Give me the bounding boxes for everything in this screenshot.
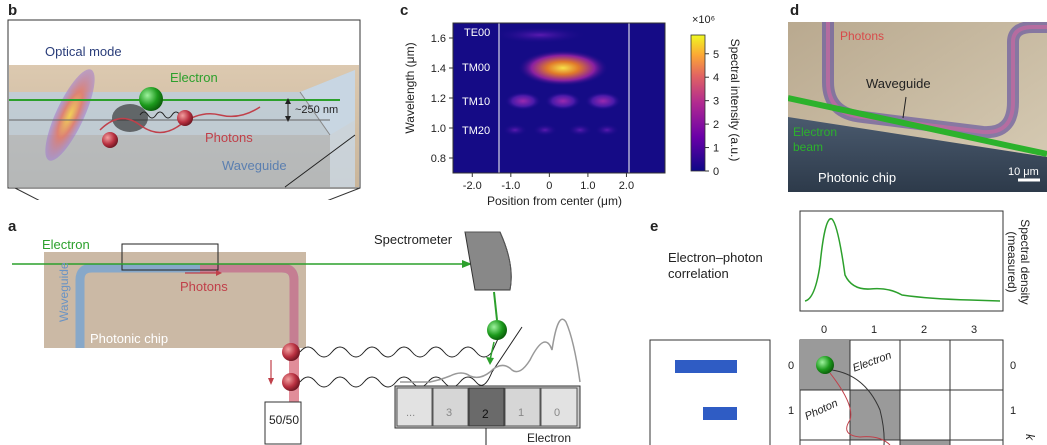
y-tick-label: 1.2 (431, 93, 446, 105)
spectral-density-label-1: Spectral density (1018, 219, 1032, 305)
correlation-bar-1 (703, 407, 737, 420)
correlation-title-1: Electron–photon (668, 250, 763, 265)
spectrometer-shape (464, 231, 512, 291)
photon-ball-a1 (282, 343, 300, 361)
photon-ball-1 (102, 132, 118, 148)
detector-label-2: 2 (482, 407, 489, 421)
electron-ball-a (487, 320, 507, 340)
electron-label-a: Electron (42, 237, 90, 252)
x-tick-label: -2.0 (463, 180, 482, 192)
photon-ball-2 (177, 110, 193, 126)
panel-c-chart: -2.0 -1.0 0 1.0 2.0 1.6 1.4 1.2 1.0 0.8 5 4 3 2 1 0 (431, 22, 719, 192)
splitter-box (264, 401, 302, 445)
panel-a-figure (12, 231, 581, 445)
optical-mode-label: Optical mode (45, 44, 122, 59)
electron-label-a-bottom: Electron (527, 431, 572, 445)
panel-label-c: c (400, 2, 409, 19)
colorbar-tick-label: 4 (713, 72, 719, 84)
x-tick-label: 0 (546, 180, 552, 192)
grid-col-label-2: 2 (921, 324, 928, 336)
waveguide-label-d: Waveguide (866, 76, 931, 91)
waveguide-label-a: Waveguide (57, 262, 71, 322)
colorbar-tick-label: 0 (713, 166, 719, 178)
detector-label-3: 1 (518, 407, 525, 419)
detector-label-1: 3 (446, 407, 453, 419)
y-tick-label: 1.0 (431, 123, 446, 135)
electron-ball (139, 87, 163, 111)
scale-bar-label: 10 μm (1008, 166, 1039, 178)
colorbar-tick-label: 1 (713, 143, 719, 155)
panel-d-micrograph (788, 22, 1047, 192)
x-axis-label: Position from center (μm) (487, 194, 622, 208)
colorbar-tick-label: 5 (713, 49, 719, 61)
photonic-chip-label-a: Photonic chip (90, 331, 169, 346)
mode-label-tm00: TM00 (462, 62, 491, 74)
electron-ball-e (816, 356, 834, 374)
panel-label-e: e (650, 218, 659, 235)
detector-label-4: 0 (554, 407, 561, 419)
photons-label-a: Photons (180, 279, 228, 294)
colorbar-multiplier: ×10⁶ (692, 14, 716, 26)
correlation-grid (799, 339, 1004, 445)
panel-e-figure (649, 210, 1004, 445)
y-axis-label: Wavelength (μm) (403, 42, 417, 134)
electron-beam-label-1: Electron (793, 125, 838, 139)
y-tick-label: 1.4 (431, 63, 446, 75)
electron-beam-d (788, 95, 1047, 157)
mode-label-tm20: TM20 (462, 125, 491, 137)
grid-row-label-right-1: 1 (1010, 405, 1017, 417)
heatmap-blobs (495, 27, 621, 136)
colorbar-tick-label: 2 (713, 119, 719, 131)
waveguide-label-b: Waveguide (222, 158, 287, 173)
splitter-label: 50/50 (269, 413, 300, 427)
grid-col-label-1: 1 (871, 324, 878, 336)
electron-beam-label-2: beam (793, 140, 824, 154)
mode-label-te00: TE00 (464, 27, 491, 39)
panel-b-figure (7, 19, 361, 200)
x-tick-label: -1.0 (501, 180, 520, 192)
k-axis-label: k (1023, 434, 1037, 440)
y-tick-label: 1.6 (431, 33, 446, 45)
grid-row-label-left-0: 0 (788, 360, 795, 372)
photons-label-d: Photons (840, 29, 885, 43)
detector-label-0: ... (406, 407, 416, 419)
mode-label-tm10: TM10 (462, 96, 491, 108)
colorbar (690, 34, 706, 172)
y-tick-label: 0.8 (431, 153, 446, 165)
spectral-density-label-2: (measured) (1005, 231, 1019, 293)
panel-label-a: a (8, 218, 17, 235)
x-tick-label: 2.0 (619, 180, 634, 192)
grid-col-label-0: 0 (821, 324, 828, 336)
spectrometer-label: Spectrometer (374, 232, 453, 247)
colorbar-label: Spectral intensity (a.u.) (728, 38, 742, 162)
panel-label-d: d (790, 2, 800, 19)
correlation-bar-0 (675, 360, 737, 373)
grid-row-label-right-0: 0 (1010, 360, 1017, 372)
panel-label-b: b (8, 2, 18, 19)
correlation-title-2: correlation (668, 266, 729, 281)
grid-col-label-3: 3 (971, 324, 978, 336)
x-tick-label: 1.0 (580, 180, 595, 192)
photon-ball-a2 (282, 373, 300, 391)
spectral-density-curve (804, 218, 1001, 302)
photonic-chip-label-d: Photonic chip (818, 170, 897, 185)
grid-row-label-left-1: 1 (788, 405, 795, 417)
photons-label-b: Photons (205, 130, 253, 145)
optical-mode-shape (45, 69, 95, 161)
colorbar-tick-label: 3 (713, 96, 719, 108)
distance-label: ~250 nm (295, 104, 339, 116)
electron-label-b: Electron (170, 70, 218, 85)
